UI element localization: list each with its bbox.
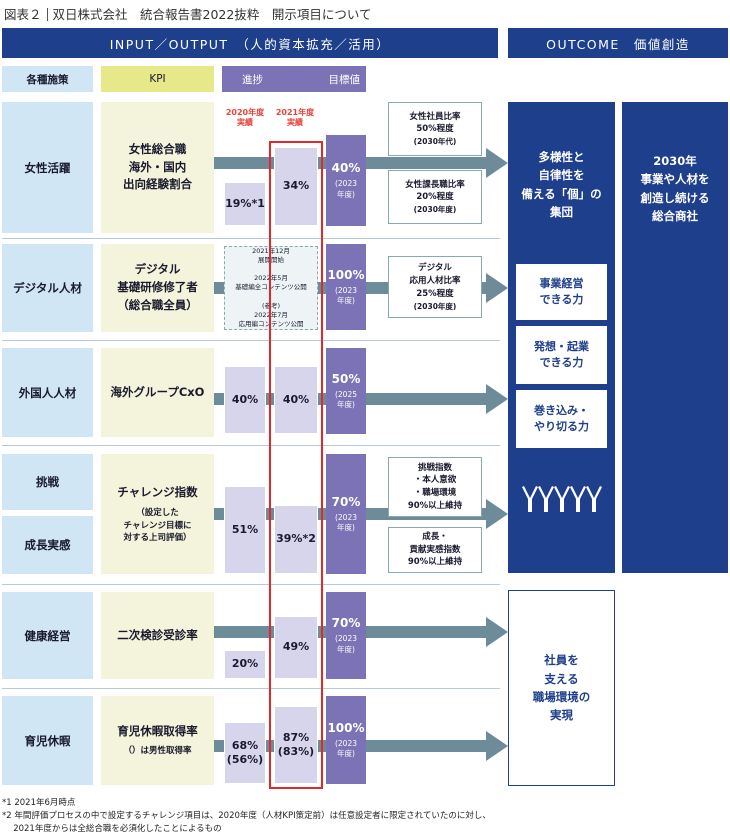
target-foreign: 50% (2025 年度) bbox=[326, 348, 366, 434]
kpi-challenge: チャレンジ指数 （設定した チャレンジ目標に 対する上司評価） bbox=[101, 454, 214, 574]
outcome-diversity-text: 多様性と 自律性を 備える「個」の 集団 bbox=[521, 150, 602, 220]
target-label: 目標値 bbox=[328, 73, 361, 86]
target-digital-value: 100% bbox=[327, 267, 365, 282]
target-health-value: 70% bbox=[331, 616, 361, 631]
arrow-head-challenge bbox=[486, 499, 508, 529]
target-women: 40% (2023 年度) bbox=[326, 135, 366, 226]
progress-2021-foreign: 40% bbox=[274, 366, 318, 434]
arrow-head-health bbox=[486, 617, 508, 647]
year-2021-label: 2021年度 実績 bbox=[275, 108, 315, 128]
people-icon bbox=[522, 486, 602, 512]
footnotes: *1 2021年6月時点 *2 年間評価プロセスの中で設定するチャレンジ項目は、… bbox=[2, 797, 728, 835]
row-divider bbox=[2, 445, 500, 446]
long-target-digital-text: デジタル 応用人材比率 25%程度 bbox=[409, 263, 461, 299]
progress-2020-health: 20% bbox=[224, 650, 266, 679]
target-childcare-year: (2023 年度) bbox=[334, 738, 357, 758]
kpi-foreign: 海外グループCxO bbox=[101, 348, 214, 437]
long-target-women-ratio-year: (2030年代) bbox=[413, 137, 457, 147]
target-childcare-value: 100% bbox=[327, 720, 365, 735]
long-target-women-ratio-text: 女性社員比率 50%程度 bbox=[409, 111, 461, 135]
progress-2021-childcare: 87% (83%) bbox=[274, 706, 318, 784]
outcome-workplace: 社員を 支える 職場環境の 実現 bbox=[508, 590, 615, 786]
year-2020-label: 2020年度 実績 bbox=[225, 108, 265, 128]
category-challenge: 挑戦 bbox=[2, 454, 93, 510]
target-women-year: (2023 年度) bbox=[334, 179, 357, 199]
target-challenge-value: 70% bbox=[331, 494, 361, 509]
policies-header: 各種施策 bbox=[2, 66, 93, 92]
target-challenge: 70% (2023 年度) bbox=[326, 454, 366, 574]
category-digital: デジタル人材 bbox=[2, 244, 93, 332]
progress-header: 進捗 目標値 bbox=[222, 66, 366, 92]
footnote-2: *2 年間評価プロセスの中で設定するチャレンジ項目は、2020年度（人材KPI策… bbox=[2, 810, 491, 821]
row-divider bbox=[2, 584, 500, 585]
outcome-diversity-panel: 多様性と 自律性を 備える「個」の 集団 事業経営 できる力 発想・起業 できる… bbox=[508, 102, 615, 573]
arrow-head-childcare bbox=[486, 731, 508, 761]
title-separator bbox=[46, 8, 48, 21]
progress-2021-health: 49% bbox=[274, 616, 318, 679]
target-challenge-year: (2023 年度) bbox=[334, 512, 357, 532]
figure-title-text: 双日株式会社 統合報告書2022抜粋 開示項目について bbox=[52, 7, 372, 22]
long-target-challenge: 挑戦指数 ・本人意欲 ・職場環境 90%以上維持 bbox=[388, 457, 482, 517]
kpi-childcare-label: 育児休暇取得率 bbox=[117, 724, 198, 739]
target-health-year: (2023 年度) bbox=[334, 634, 357, 654]
progress-2020-foreign: 40% bbox=[224, 366, 266, 434]
kpi-childcare: 育児休暇取得率 （）は男性取得率 bbox=[101, 696, 214, 785]
target-health: 70% (2023 年度) bbox=[326, 592, 366, 679]
category-childcare: 育児休暇 bbox=[2, 696, 93, 785]
kpi-health: 二次検診受診率 bbox=[101, 592, 214, 679]
arrow-head-foreign bbox=[486, 384, 508, 414]
target-childcare: 100% (2023 年度) bbox=[326, 696, 366, 784]
long-target-women-manager-year: (2030年度) bbox=[413, 205, 457, 215]
row-divider bbox=[2, 340, 500, 341]
category-growth: 成長実感 bbox=[2, 516, 93, 574]
target-digital-year: (2023 年度) bbox=[334, 285, 357, 305]
progress-2020-childcare: 68% (56%) bbox=[224, 722, 266, 784]
kpi-childcare-note: （）は男性取得率 bbox=[123, 746, 192, 757]
category-women: 女性活躍 bbox=[2, 102, 93, 233]
target-digital: 100% (2023 年度) bbox=[326, 244, 366, 330]
input-output-header: INPUT／OUTPUT （人的資本拡充／活用） bbox=[2, 28, 498, 58]
figure-label: 図表２ bbox=[4, 7, 42, 22]
target-foreign-year: (2025 年度) bbox=[334, 389, 357, 409]
progress-label: 進捗 bbox=[242, 73, 263, 86]
arrow-head-digital bbox=[486, 273, 508, 303]
long-target-growth: 成長・ 貢献実感指数 90%以上維持 bbox=[388, 527, 482, 573]
progress-2020-women: 19%*1 bbox=[224, 182, 266, 226]
figure-title: 図表２ 双日株式会社 統合報告書2022抜粋 開示項目について bbox=[4, 4, 371, 23]
long-target-women-ratio: 女性社員比率 50%程度 (2030年代) bbox=[388, 102, 482, 156]
target-women-value: 40% bbox=[331, 161, 361, 176]
kpi-challenge-label: チャレンジ指数 bbox=[117, 484, 198, 499]
outcome-header: OUTCOME 価値創造 bbox=[508, 28, 728, 58]
row-divider bbox=[2, 688, 500, 689]
footnote-2-cont: 2021年度からは全総合職を必須化したことによるもの bbox=[2, 823, 222, 834]
highlight-2021-frame bbox=[269, 141, 323, 789]
row-divider bbox=[2, 238, 500, 239]
target-foreign-value: 50% bbox=[331, 371, 361, 386]
outcome-power-2: 発想・起業 できる力 bbox=[516, 326, 607, 384]
outcome-power-3: 巻き込み・ やり切る力 bbox=[516, 390, 607, 448]
long-target-women-manager-text: 女性課長職比率 20%程度 bbox=[405, 179, 465, 203]
footnote-1: *1 2021年6月時点 bbox=[2, 798, 76, 808]
outcome-vision-text: 2030年 事業や人材を 創造し続ける 総合商社 bbox=[640, 154, 710, 224]
progress-2021-challenge: 39%*2 bbox=[274, 505, 318, 574]
kpi-women: 女性総合職 海外・国内 出向経験割合 bbox=[101, 102, 214, 233]
outcome-vision-panel: 2030年 事業や人材を 創造し続ける 総合商社 bbox=[622, 102, 728, 573]
category-health: 健康経営 bbox=[2, 592, 93, 679]
long-target-women-manager: 女性課長職比率 20%程度 (2030年度) bbox=[388, 170, 482, 224]
kpi-challenge-note: （設定した チャレンジ目標に 対する上司評価） bbox=[123, 508, 192, 544]
outcome-power-1: 事業経営 できる力 bbox=[516, 264, 607, 320]
kpi-header: KPI bbox=[101, 66, 214, 92]
kpi-digital: デジタル 基礎研修修了者 （総合職全員） bbox=[101, 244, 214, 332]
arrow-head-women bbox=[486, 148, 508, 178]
long-target-digital: デジタル 応用人材比率 25%程度 (2030年度) bbox=[388, 256, 482, 318]
category-foreign: 外国人人材 bbox=[2, 348, 93, 437]
progress-2021-women: 34% bbox=[274, 147, 318, 226]
long-target-digital-year: (2030年度) bbox=[413, 301, 457, 311]
progress-2020-challenge: 51% bbox=[224, 486, 266, 574]
